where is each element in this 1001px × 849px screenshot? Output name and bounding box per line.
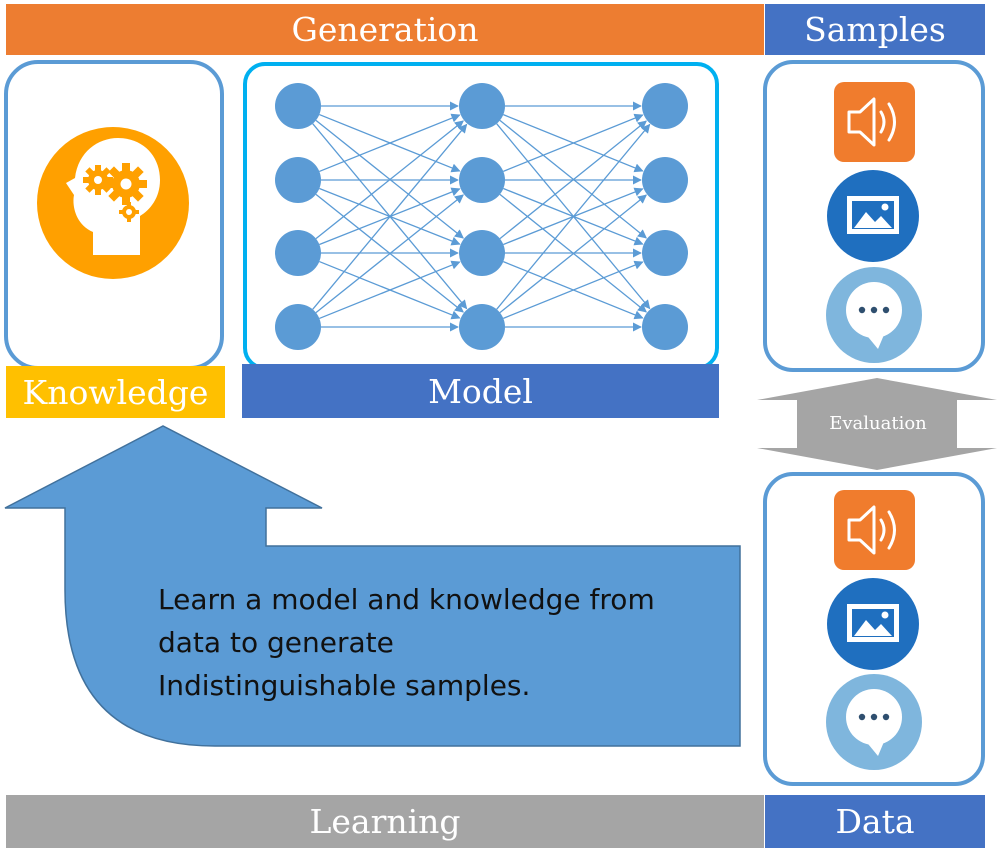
network-edge [315,194,464,314]
network-edge [496,123,651,310]
caption-line-1: Learn a model and knowledge from [158,583,655,616]
learning-bar: Learning [6,795,764,848]
learning-caption: Learn a model and knowledge from data to… [158,578,728,707]
network-node [459,304,505,350]
knowledge-bar: Knowledge [6,366,225,418]
evaluation-label: Evaluation [829,413,927,434]
speaker-icon [834,82,915,162]
network-node [275,304,321,350]
generation-label: Generation [291,10,479,49]
image-icon [827,578,919,670]
caption-line-3: Indistinguishable samples. [158,669,531,702]
samples-label: Samples [804,10,946,49]
network-node [459,230,505,276]
network-node [459,157,505,203]
caption-line-2: data to generate [158,626,394,659]
samples-bar: Samples [765,4,985,55]
network-node [642,304,688,350]
brain-gears-icon [37,127,189,279]
generation-bar: Generation [6,4,764,55]
speaker-icon [834,490,915,570]
network-node [275,157,321,203]
model-bar: Model [242,364,719,418]
chat-bubble-icon [826,267,922,363]
network-edge [319,260,461,320]
network-edge [499,194,647,314]
chat-bubble-icon [826,674,922,770]
network-node [642,83,688,129]
network-node [275,230,321,276]
network-edge [503,260,644,319]
image-icon [827,170,919,262]
network-edge [319,113,461,173]
network-node [275,83,321,129]
data-bar: Data [765,795,985,848]
network-node [459,83,505,129]
data-label: Data [835,802,915,841]
network-edge [315,120,464,240]
network-edge [499,120,647,240]
network-node [642,230,688,276]
network-edge [312,123,468,310]
knowledge-label: Knowledge [22,372,209,412]
model-label: Model [428,371,533,411]
network-edge [503,113,644,172]
network-node [642,157,688,203]
learning-label: Learning [309,802,461,841]
